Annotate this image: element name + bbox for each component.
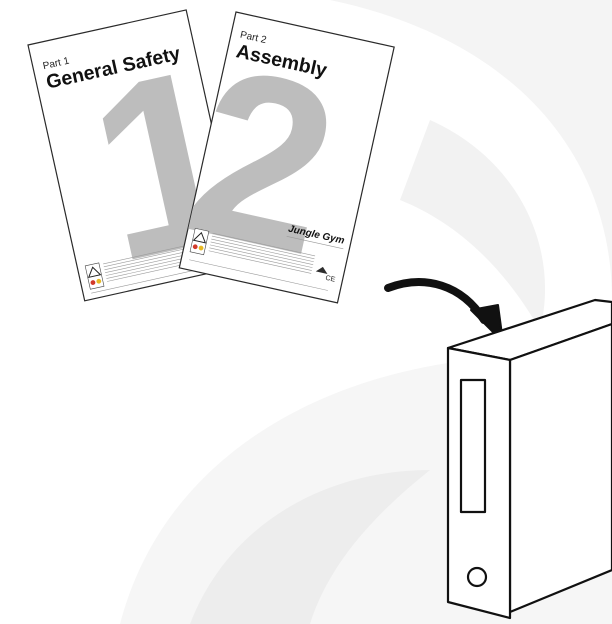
finger-hole	[468, 568, 486, 586]
binder-icon	[448, 300, 612, 618]
arrow-icon	[388, 282, 503, 342]
spine-label	[461, 380, 485, 512]
